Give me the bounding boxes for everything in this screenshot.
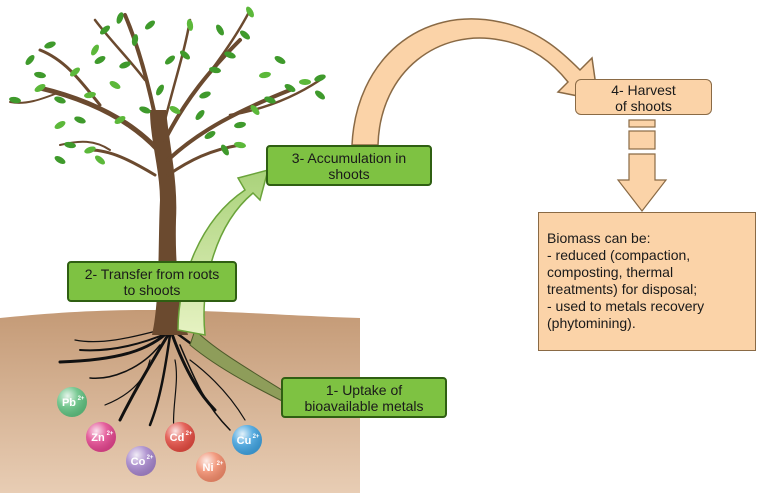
ion-shine	[165, 422, 195, 452]
leaf	[284, 84, 296, 92]
leaf	[145, 20, 155, 30]
step-harvest-line2: of shoots	[615, 98, 672, 114]
leaf	[84, 146, 96, 154]
step-harvest-box: 4- Harvest of shoots	[575, 79, 712, 115]
leaf	[315, 90, 325, 100]
leaf	[169, 106, 181, 114]
ion-symbol: Cd	[170, 432, 185, 444]
biomass-line: - reduced (compaction,	[547, 247, 691, 263]
harvest-arrow	[351, 18, 599, 146]
biomass-line: (phytomining).	[547, 315, 636, 331]
ion-symbol: Cu	[237, 435, 252, 447]
ion-symbol: Zn	[91, 432, 105, 444]
leaf	[299, 79, 311, 85]
leaf	[209, 66, 221, 74]
leaf	[180, 50, 190, 60]
leaf	[91, 44, 99, 56]
soil-layer	[0, 309, 360, 493]
leaf	[9, 96, 21, 104]
leaf	[274, 56, 286, 64]
step-accumulation-box: 3- Accumulation in shoots	[266, 145, 432, 186]
ion-shine	[57, 387, 87, 417]
leaf	[54, 96, 66, 104]
leaf	[240, 30, 250, 40]
ion-charge: 2+	[147, 455, 154, 461]
step-uptake-line2: bioavailable metals	[304, 398, 424, 414]
step-transfer-line2: to shoots	[123, 282, 181, 298]
leaf	[25, 55, 35, 65]
leaf	[54, 121, 66, 129]
ion-shine	[196, 452, 226, 482]
transfer-arrow	[177, 168, 270, 336]
ion-charge: 2+	[253, 434, 260, 440]
step-transfer-box: 2- Transfer from roots to shoots	[67, 261, 237, 302]
leaf	[165, 55, 175, 65]
leaf	[131, 34, 139, 46]
ion-shine	[126, 446, 156, 476]
leaf	[95, 155, 105, 165]
leaf	[204, 131, 216, 139]
leaf	[109, 81, 121, 89]
ion-charge: 2+	[186, 431, 193, 437]
step-uptake-box: 1- Uptake of bioavailable metals	[281, 377, 447, 418]
ion-charge: 2+	[78, 396, 85, 402]
leaf	[54, 156, 66, 164]
leaf	[34, 84, 46, 92]
leaf	[250, 105, 260, 115]
step-harvest-line1: 4- Harvest	[611, 82, 676, 98]
ion-shine	[232, 425, 262, 455]
biomass-line: composting, thermal	[547, 264, 674, 280]
leaf	[234, 141, 246, 149]
ion-charge: 2+	[217, 461, 224, 467]
leaf	[259, 71, 271, 79]
roots	[58, 328, 252, 441]
step-transfer-line1: 2- Transfer from roots	[84, 266, 220, 282]
leaf	[264, 96, 276, 104]
biomass-box: Biomass can be: - reduced (compaction, c…	[538, 212, 756, 351]
step-accumulation-line1: 3- Accumulation in	[291, 150, 407, 166]
leaf	[74, 116, 86, 124]
leaf	[234, 121, 246, 129]
ion-symbol: Ni	[203, 462, 214, 474]
biomass-line: - used to metals recovery	[547, 298, 705, 314]
leaf	[70, 67, 80, 77]
leaf	[216, 24, 224, 36]
leaf	[44, 41, 56, 49]
leaf	[221, 144, 229, 156]
leaf	[139, 106, 151, 114]
leaf	[119, 61, 131, 69]
leaf	[34, 71, 46, 79]
leaf	[224, 51, 236, 59]
leaf	[186, 19, 194, 31]
leaf	[114, 116, 126, 124]
leaf	[84, 91, 96, 99]
leaf	[156, 84, 164, 96]
ion-symbol: Co	[131, 456, 146, 468]
ion-charge: 2+	[107, 431, 114, 437]
step-accumulation-line2: shoots	[328, 166, 370, 182]
leaf	[195, 110, 205, 120]
leaf	[94, 56, 106, 64]
leaf	[314, 74, 326, 82]
biomass-line: treatments) for disposal;	[547, 281, 698, 297]
step-uptake-line1: 1- Uptake of	[325, 382, 403, 398]
biomass-line: Biomass can be:	[547, 230, 651, 246]
leaf	[100, 25, 110, 35]
leaf	[199, 91, 211, 99]
ion-symbol: Pb	[62, 397, 76, 409]
ion-shine	[86, 422, 116, 452]
leaf	[246, 6, 254, 18]
leaf	[64, 141, 76, 149]
leaf	[116, 12, 124, 24]
down-arrow-to-biomass	[616, 119, 668, 212]
tree-leaves	[9, 6, 326, 165]
